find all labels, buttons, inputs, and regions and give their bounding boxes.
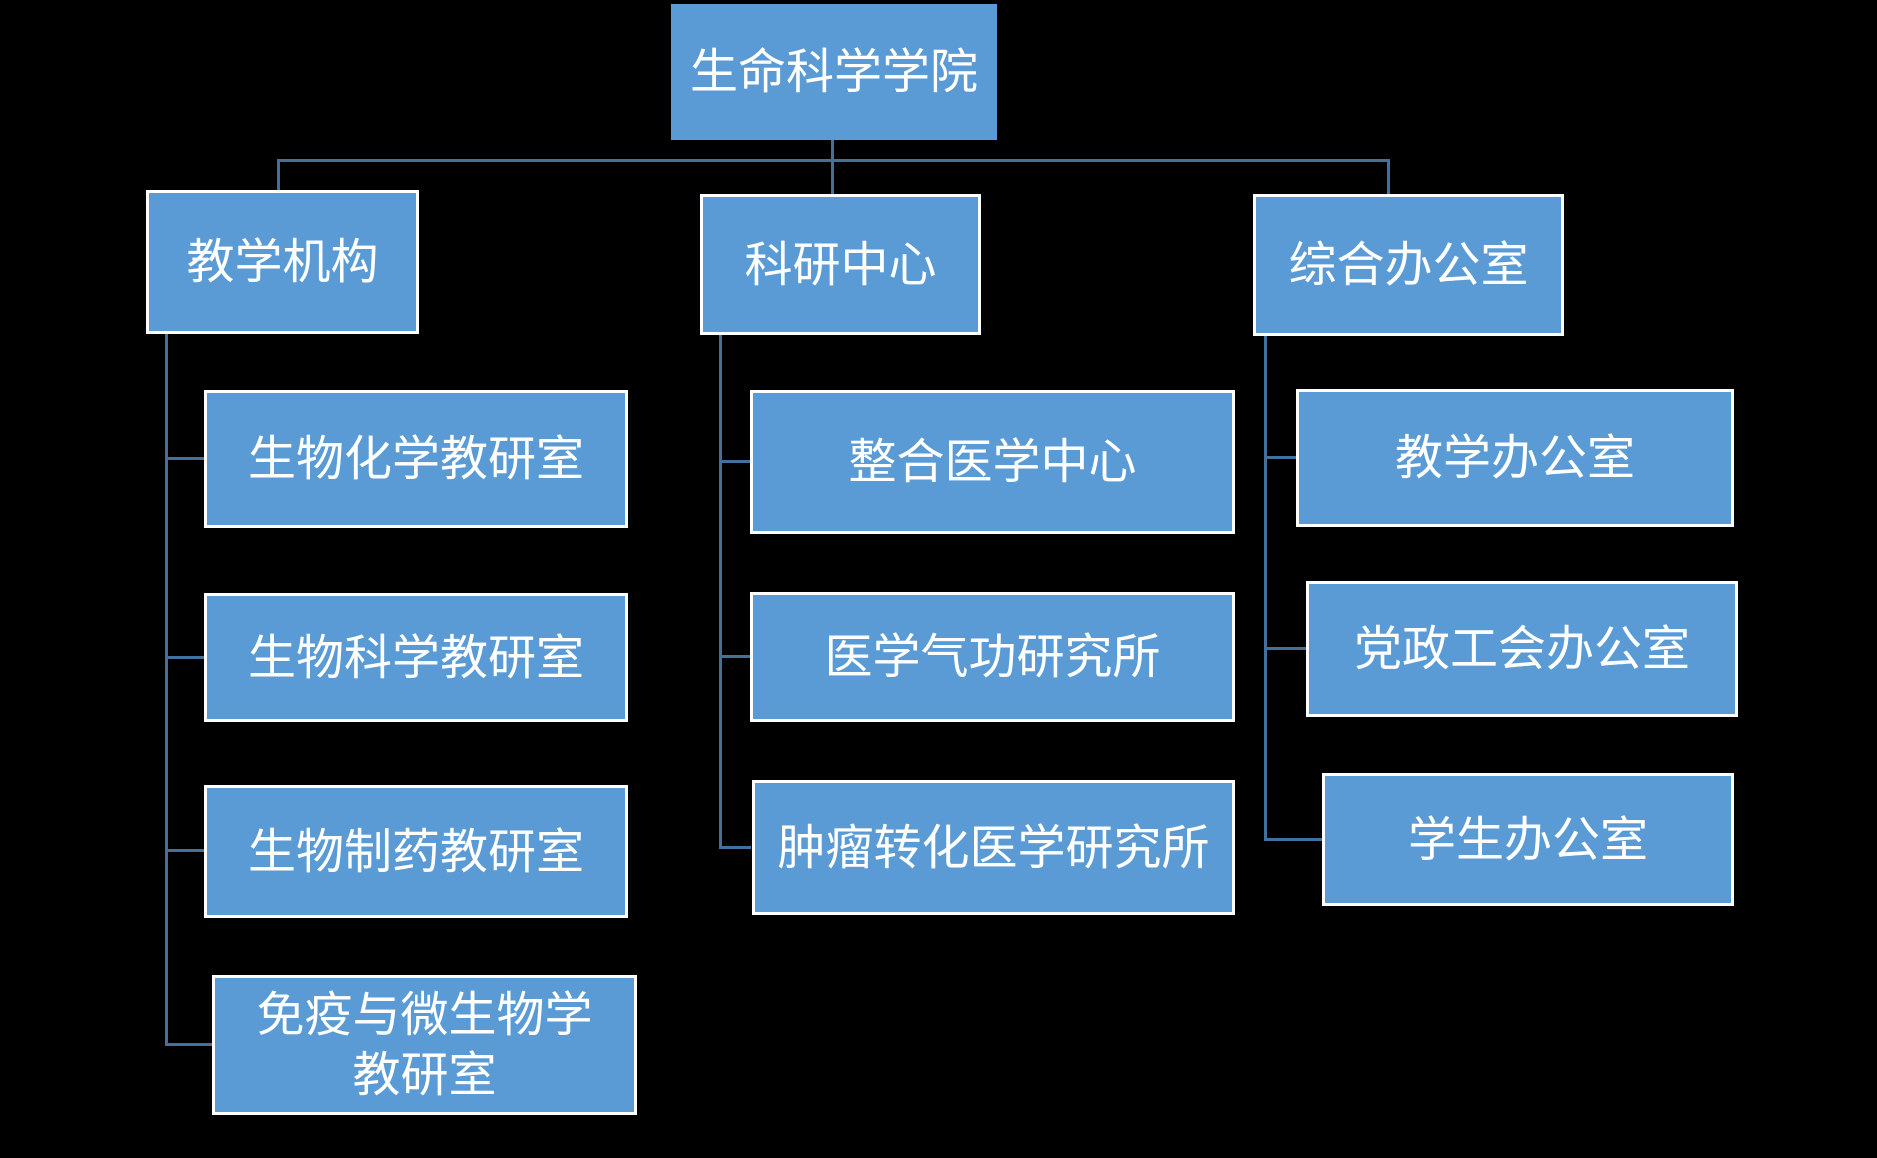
org-node-general-office: 综合办公室: [1253, 194, 1564, 336]
connector-bus: [277, 159, 1390, 162]
org-node-label: 综合办公室: [1288, 237, 1529, 293]
org-node-party-union-office: 党政工会办公室: [1306, 581, 1738, 717]
org-node-college: 生命科学学院: [671, 4, 997, 140]
connector-root-to-research: [831, 140, 834, 196]
org-node-biochemistry: 生物化学教研室: [204, 390, 628, 528]
connector-drop-teaching: [277, 159, 280, 192]
connector-teaching-stub-1: [165, 457, 205, 460]
org-node-label: 科研中心: [744, 236, 937, 293]
org-node-label: 生物科学教研室: [247, 629, 584, 686]
org-node-label: 免疫与微生物学 教研室: [256, 987, 593, 1103]
org-node-biopharma: 生物制药教研室: [204, 785, 628, 918]
org-node-label: 党政工会办公室: [1353, 621, 1690, 677]
org-node-integrated-medicine: 整合医学中心: [750, 390, 1235, 534]
org-node-medical-qigong: 医学气功研究所: [750, 592, 1235, 722]
org-node-teaching-office: 教学办公室: [1296, 389, 1734, 527]
connector-teaching-stub-2: [165, 656, 205, 659]
connector-office-stub-1: [1264, 456, 1297, 459]
org-node-label: 生物化学教研室: [247, 431, 584, 487]
org-node-label: 肿瘤转化医学研究所: [777, 819, 1210, 876]
org-node-label: 学生办公室: [1407, 811, 1648, 868]
connector-drop-office: [1387, 159, 1390, 196]
org-node-immunology-microbiology: 免疫与微生物学 教研室: [212, 975, 637, 1115]
org-node-label: 医学气功研究所: [824, 629, 1161, 685]
org-node-label: 生命科学学院: [689, 44, 978, 100]
connector-teaching-stub-3: [165, 849, 205, 852]
org-node-label: 整合医学中心: [848, 434, 1137, 490]
connector-office-stub-2: [1264, 647, 1307, 650]
org-node-label: 生物制药教研室: [247, 823, 584, 880]
org-node-tumor-translational: 肿瘤转化医学研究所: [752, 780, 1235, 915]
connector-research-stub-3: [719, 846, 751, 849]
org-node-label: 教学机构: [186, 234, 379, 290]
connector-teaching-vline: [165, 332, 168, 1046]
connector-research-stub-1: [719, 460, 751, 463]
connector-teaching-stub-4: [165, 1043, 213, 1046]
org-node-teaching-units: 教学机构: [146, 190, 419, 334]
org-node-label: 教学办公室: [1394, 430, 1635, 486]
org-node-research-center: 科研中心: [700, 194, 981, 335]
connector-office-vline: [1264, 334, 1267, 841]
org-node-student-office: 学生办公室: [1322, 773, 1734, 906]
org-node-bioscience: 生物科学教研室: [204, 593, 628, 722]
connector-research-stub-2: [719, 655, 751, 658]
connector-research-vline: [719, 333, 722, 849]
connector-office-stub-3: [1264, 838, 1323, 841]
